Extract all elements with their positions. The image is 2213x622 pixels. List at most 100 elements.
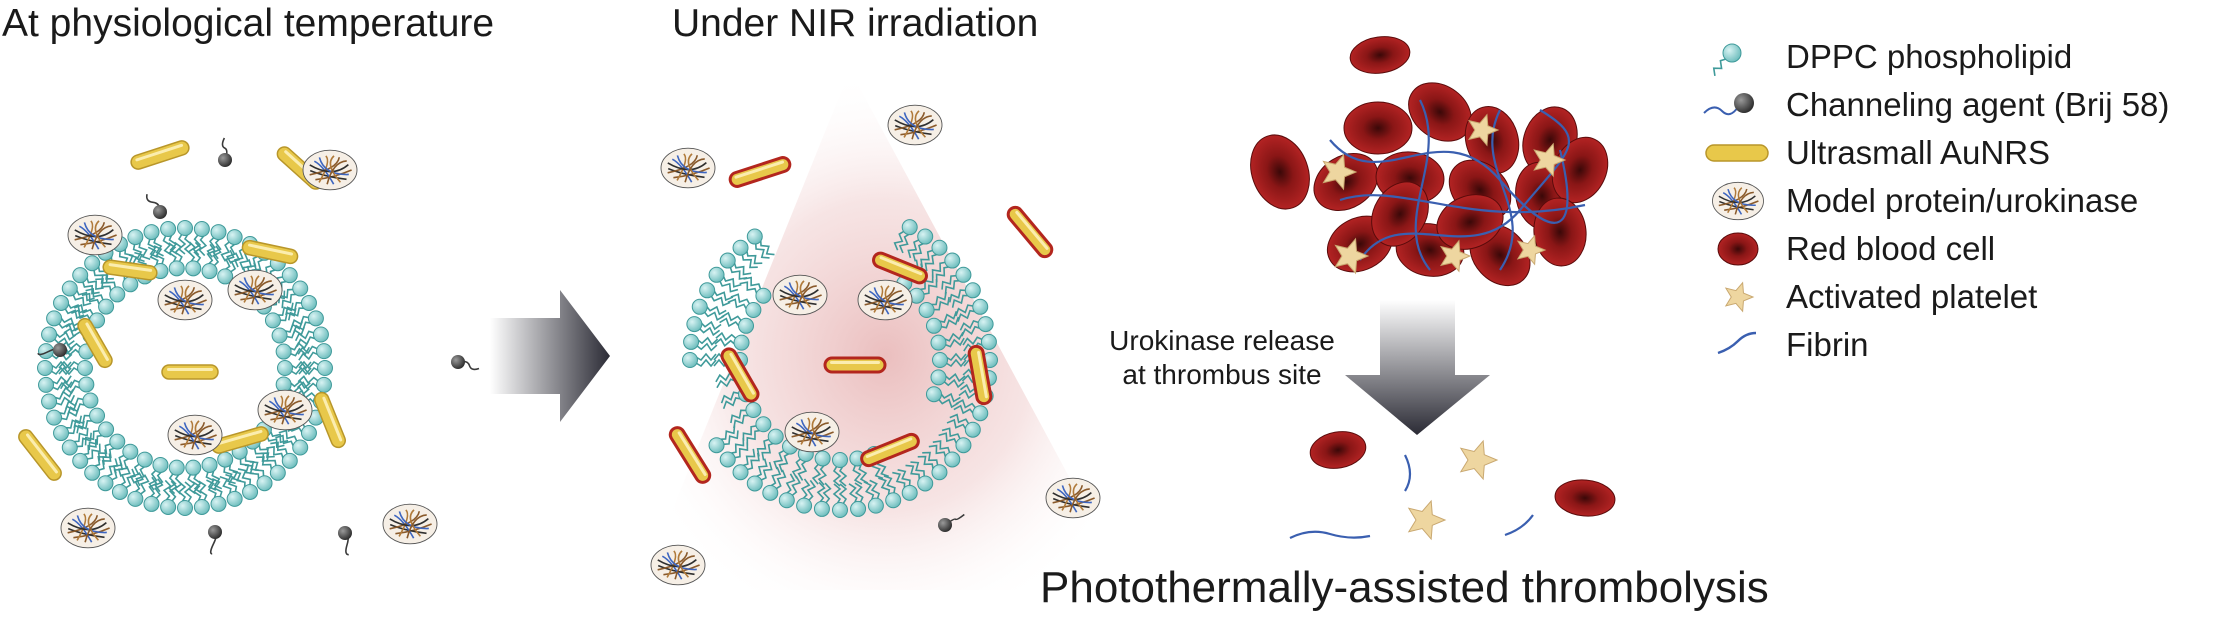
protein-molecule xyxy=(382,503,438,545)
fibrin-icon xyxy=(1717,331,1757,355)
protein-molecule xyxy=(784,411,840,453)
gold-nanorod xyxy=(668,426,712,484)
lipid-molecule xyxy=(275,376,311,396)
lipid-molecule xyxy=(714,331,750,351)
nir-irradiation-glow xyxy=(640,70,1130,590)
activated-platelet xyxy=(1407,499,1447,541)
lipid-molecule xyxy=(61,427,92,456)
release-note-line2: at thrombus site xyxy=(1122,359,1322,390)
lipid-molecule xyxy=(97,458,124,492)
left-heading: At physiological temperature xyxy=(2,2,495,45)
protein-molecule xyxy=(857,279,913,321)
lipid-molecule xyxy=(277,360,312,376)
lipid-molecule xyxy=(220,229,243,264)
gold-nanorod xyxy=(728,156,792,188)
fibrin-strand xyxy=(1359,109,1570,261)
lipid-molecule xyxy=(60,376,95,396)
activated-platelet xyxy=(1334,237,1370,275)
red-blood-cell xyxy=(1349,36,1411,74)
lipid-molecule xyxy=(796,478,817,514)
transition-arrow-icon xyxy=(490,290,610,422)
lipid-molecule xyxy=(727,293,762,318)
legend-label-fibrin: Fibrin xyxy=(1786,326,1869,363)
lipid-molecule xyxy=(917,451,948,481)
lipid-molecule xyxy=(41,326,77,347)
protein-molecule xyxy=(67,214,123,256)
gold-nanorod xyxy=(967,344,993,406)
lipid-molecule xyxy=(955,298,989,322)
lipid-molecule xyxy=(278,280,309,309)
red-blood-cell xyxy=(1309,431,1367,469)
lipid-molecule xyxy=(730,402,762,429)
lipid-molecule xyxy=(111,465,137,500)
gold-nanorod xyxy=(860,432,920,468)
activated-platelet xyxy=(1468,113,1500,147)
gold-nanorod xyxy=(314,391,346,449)
legend-icons xyxy=(1703,43,1769,355)
lipid-molecule xyxy=(148,456,169,493)
protein-molecule xyxy=(650,544,706,586)
lipid-molecule xyxy=(746,458,773,492)
lipid-molecule xyxy=(949,282,981,308)
lipid-molecule xyxy=(95,274,126,303)
lipid-molecule xyxy=(739,276,772,304)
protein-icon xyxy=(1712,181,1764,221)
legend-item: Model protein/urokinase xyxy=(1704,176,2184,226)
legend-label-protein: Model protein/urokinase xyxy=(1786,182,2139,219)
lipid-molecule xyxy=(813,481,832,517)
lipid-molecule xyxy=(708,266,742,293)
lipid-molecule xyxy=(708,425,739,454)
channeling-agent xyxy=(208,525,222,555)
lipid-molecule xyxy=(84,255,114,284)
channeling-agent-icon xyxy=(1734,93,1754,113)
lipid-molecule xyxy=(297,343,332,361)
dppc-phospholipid-icon xyxy=(1722,43,1742,63)
protein-molecule xyxy=(167,414,223,456)
lysed-products xyxy=(1289,431,1616,541)
liposome-disrupted xyxy=(650,104,1101,586)
red-blood-cell xyxy=(1533,197,1587,267)
lipid-molecule xyxy=(81,287,115,315)
lipid-molecule xyxy=(699,282,734,307)
channeling-agent xyxy=(451,355,480,371)
gold-nanorod xyxy=(241,239,299,265)
protein-molecule xyxy=(302,149,358,191)
protein-molecule xyxy=(887,104,943,146)
lipid-molecule xyxy=(37,360,72,376)
red-blood-cell xyxy=(1250,134,1310,210)
lipid-molecule xyxy=(71,304,106,329)
lipid-molecule xyxy=(848,482,867,517)
lipid-molecule xyxy=(962,333,997,352)
lipid-molecule xyxy=(185,459,202,495)
gold-nanorod xyxy=(130,140,190,170)
lipid-molecule xyxy=(275,429,309,456)
lipid-molecule xyxy=(863,479,884,514)
lipid-molecule xyxy=(201,243,222,280)
lipid-molecule xyxy=(73,407,106,434)
red-blood-cell xyxy=(1343,101,1413,155)
lipid-molecule xyxy=(930,369,966,389)
lipid-molecule xyxy=(217,249,241,285)
channeling-agent xyxy=(145,194,167,219)
lipid-molecule xyxy=(294,326,329,347)
activated-platelet xyxy=(1516,234,1547,266)
lipid-molecule xyxy=(296,375,332,393)
bottom-heading: Photothermally-assisted thrombolysis xyxy=(1040,563,1769,612)
fibrin-strand xyxy=(1339,194,1586,214)
gold-nanorod xyxy=(161,364,219,380)
lipid-molecule xyxy=(746,228,775,259)
protein-molecule xyxy=(227,269,283,311)
legend-label-platelet: Activated platelet xyxy=(1786,278,2038,315)
gold-nanorod xyxy=(18,429,62,481)
lipid-molecule xyxy=(58,360,93,376)
protein-molecule xyxy=(257,389,313,431)
protein-molecule xyxy=(1712,181,1764,221)
activated-platelet xyxy=(1322,153,1358,191)
lipid-molecule xyxy=(811,450,831,486)
fibrin-strand xyxy=(1404,454,1412,492)
lipid-molecule xyxy=(682,352,717,368)
lipid-molecule xyxy=(742,416,772,446)
legend-label-aunrs: Ultrasmall AuNRS xyxy=(1786,134,2051,171)
lipid-molecule xyxy=(264,302,297,329)
middle-heading: Under NIR irradiation xyxy=(672,2,1039,45)
